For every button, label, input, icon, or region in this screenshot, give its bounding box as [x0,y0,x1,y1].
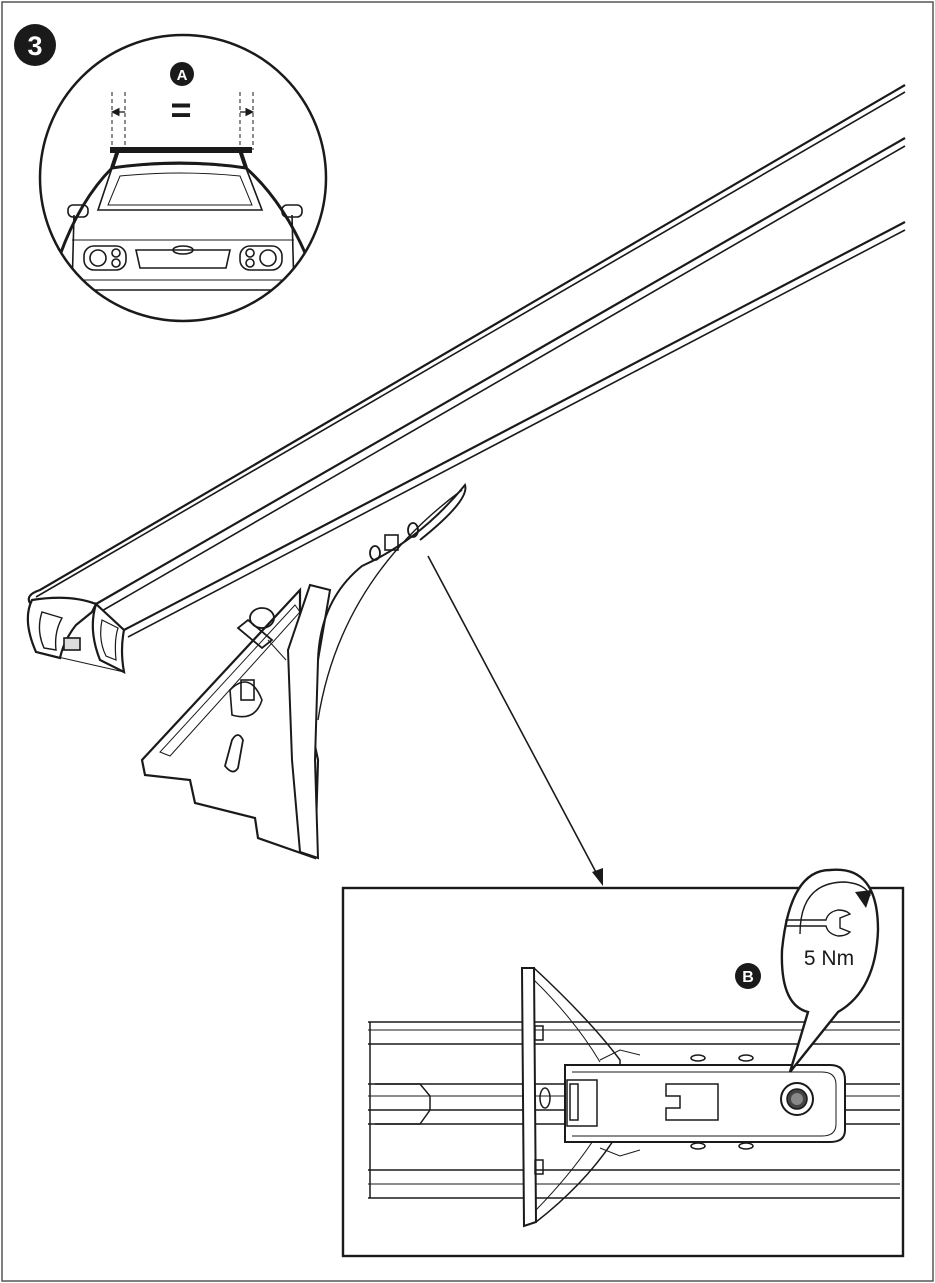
callout-b-letter: B [742,969,754,986]
rotate-arrow-head [855,890,872,908]
callout-a-letter: A [177,67,188,84]
step-badge: 3 [14,24,56,66]
callout-b-badge: B [735,963,761,989]
detail-circle-a: A = [38,33,328,323]
step-number: 3 [27,31,42,61]
equal-sign: = [170,89,191,130]
leader-arrow [427,555,603,886]
car-front-icon [58,92,308,291]
torque-callout: 5 Nm [780,868,880,1073]
foot-bracket [140,482,467,860]
equal-distance-arrows [110,107,255,117]
callout-a-badge: A [170,62,194,86]
bar-end-profile [26,596,126,674]
detail-box-b: 5 Nm B [341,868,905,1258]
torque-value: 5 Nm [804,947,854,970]
wrench-icon [785,909,852,937]
roof-bar [26,84,906,674]
